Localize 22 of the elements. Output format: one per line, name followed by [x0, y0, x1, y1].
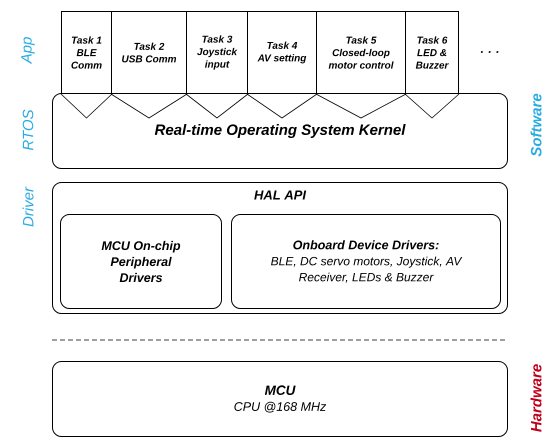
kernel-box: Real-time Operating System Kernel: [52, 93, 508, 169]
driver-box: Onboard Device Drivers: BLE, DC servo motors, Joystick, AV Receiver, LEDs & Buzzer: [231, 214, 501, 309]
driver-box: MCU On-chip Peripheral Drivers: [60, 214, 222, 309]
chevron-connector: [110, 94, 188, 118]
ellipsis: . . .: [480, 51, 498, 53]
task-box: Task 2 USB Comm: [111, 11, 187, 94]
task-box: Task 1 BLE Comm: [61, 11, 112, 94]
layer-label: RTOS: [22, 110, 34, 150]
task-box: Task 4 AV setting: [247, 11, 317, 94]
chevron-connector: [246, 94, 318, 118]
chevron-connector: [186, 94, 248, 118]
domain-label: Software: [530, 94, 542, 156]
chevron-connector: [60, 94, 112, 119]
chevron-connector: [316, 94, 406, 118]
hardware-box: MCU CPU @168 MHz: [52, 361, 508, 437]
domain-label: Hardware: [530, 364, 542, 432]
task-box: Task 5 Closed-loop motor control: [316, 11, 406, 94]
layer-label: Driver: [22, 186, 34, 227]
task-box: Task 6 LED & Buzzer: [405, 11, 459, 94]
layer-label: App: [21, 37, 35, 64]
task-box: Task 3 Joystick input: [186, 11, 248, 94]
chevron-connector: [404, 94, 460, 119]
